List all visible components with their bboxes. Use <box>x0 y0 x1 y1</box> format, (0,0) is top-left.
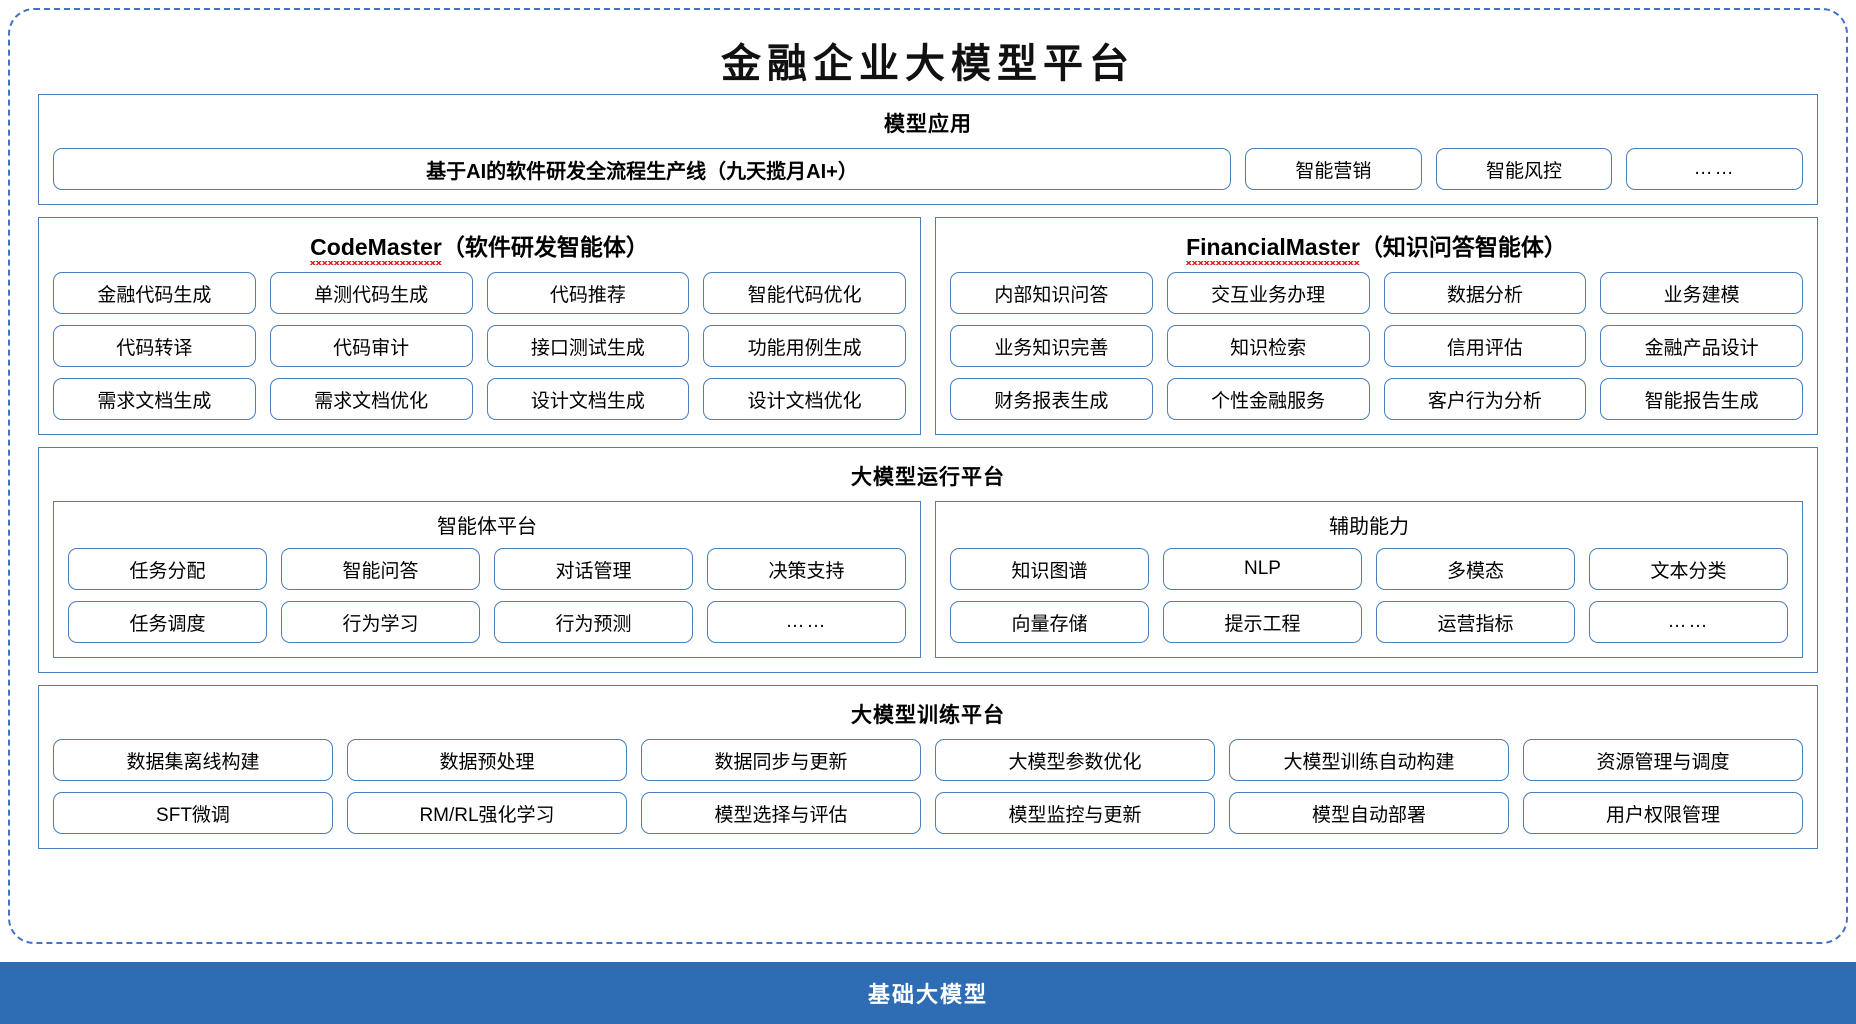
outer-dashed-container: 金融企业大模型平台 模型应用 基于AI的软件研发全流程生产线（九天揽月AI+） … <box>8 8 1848 944</box>
capability-item[interactable]: 数据分析 <box>1383 272 1587 314</box>
agent-platform-grid: 任务分配 智能问答 对话管理 决策支持 任务调度 行为学习 行为预测 …… <box>68 548 906 643</box>
financialmaster-capability-grid: 内部知识问答 交互业务办理 数据分析 业务建模 业务知识完善 知识检索 信用评估… <box>950 272 1803 420</box>
capability-item[interactable]: 金融产品设计 <box>1600 325 1803 367</box>
section-run-platform: 大模型运行平台 智能体平台 任务分配 智能问答 对话管理 决策支持 任务调度 行… <box>38 447 1818 673</box>
run-item[interactable]: 多模态 <box>1376 548 1575 590</box>
training-item[interactable]: 模型监控与更新 <box>935 792 1215 834</box>
app-item-smart-marketing[interactable]: 智能营销 <box>1245 148 1422 190</box>
capability-item[interactable]: 个性金融服务 <box>1166 378 1370 420</box>
app-item-ai-pipeline[interactable]: 基于AI的软件研发全流程生产线（九天揽月AI+） <box>53 148 1231 190</box>
capability-item[interactable]: 单测代码生成 <box>269 272 473 314</box>
capability-item[interactable]: 客户行为分析 <box>1383 378 1587 420</box>
subpanel-title-auxiliary-capability: 辅助能力 <box>1329 516 1409 538</box>
panel-financialmaster: FinancialMaster（知识问答智能体） 内部知识问答 交互业务办理 数… <box>935 217 1818 435</box>
capability-item[interactable]: 信用评估 <box>1383 325 1587 367</box>
training-item[interactable]: RM/RL强化学习 <box>347 792 627 834</box>
run-item-ellipsis[interactable]: …… <box>1589 601 1788 643</box>
capability-item[interactable]: 需求文档生成 <box>53 378 256 420</box>
page-title: 金融企业大模型平台 <box>721 40 1135 87</box>
app-item-smart-risk-control[interactable]: 智能风控 <box>1435 148 1613 190</box>
run-item[interactable]: 行为预测 <box>494 601 693 643</box>
capability-item[interactable]: 知识检索 <box>1166 325 1370 367</box>
subpanel-agent-platform: 智能体平台 任务分配 智能问答 对话管理 决策支持 任务调度 行为学习 行为预测… <box>53 501 921 658</box>
capability-item[interactable]: 代码转译 <box>53 325 256 367</box>
capability-item[interactable]: 功能用例生成 <box>703 325 906 367</box>
training-platform-grid: 数据集离线构建 数据预处理 数据同步与更新 大模型参数优化 大模型训练自动构建 … <box>53 739 1803 834</box>
run-item[interactable]: 运营指标 <box>1376 601 1575 643</box>
capability-item[interactable]: 业务建模 <box>1600 272 1803 314</box>
capability-item[interactable]: 接口测试生成 <box>486 325 690 367</box>
training-item[interactable]: 用户权限管理 <box>1523 792 1803 834</box>
run-item[interactable]: NLP <box>1163 548 1362 590</box>
panel-title-financialmaster: FinancialMaster（知识问答智能体） <box>950 224 1803 272</box>
run-item[interactable]: 文本分类 <box>1589 548 1788 590</box>
training-item[interactable]: 数据同步与更新 <box>641 739 921 781</box>
panel-title-codemaster: CodeMaster（软件研发智能体） <box>53 224 906 272</box>
run-platform-subpanels: 智能体平台 任务分配 智能问答 对话管理 决策支持 任务调度 行为学习 行为预测… <box>53 501 1803 658</box>
section-training-platform: 大模型训练平台 数据集离线构建 数据预处理 数据同步与更新 大模型参数优化 大模… <box>38 685 1818 849</box>
run-item-ellipsis[interactable]: …… <box>707 601 906 643</box>
training-item[interactable]: 数据预处理 <box>347 739 627 781</box>
codemaster-capability-grid: 金融代码生成 单测代码生成 代码推荐 智能代码优化 代码转译 代码审计 接口测试… <box>53 272 906 420</box>
run-item[interactable]: 任务分配 <box>68 548 267 590</box>
run-item[interactable]: 行为学习 <box>281 601 480 643</box>
capability-item[interactable]: 智能代码优化 <box>703 272 906 314</box>
run-item[interactable]: 知识图谱 <box>950 548 1149 590</box>
training-item[interactable]: 数据集离线构建 <box>53 739 333 781</box>
capability-item[interactable]: 需求文档优化 <box>269 378 473 420</box>
run-item[interactable]: 提示工程 <box>1163 601 1362 643</box>
capability-item[interactable]: 交互业务办理 <box>1166 272 1370 314</box>
section-title-model-application: 模型应用 <box>884 113 972 136</box>
capability-item[interactable]: 代码审计 <box>269 325 473 367</box>
capability-item[interactable]: 金融代码生成 <box>53 272 256 314</box>
footer-base-model-bar: 基础大模型 <box>0 962 1856 1024</box>
capability-item[interactable]: 设计文档优化 <box>703 378 906 420</box>
capability-item[interactable]: 设计文档生成 <box>486 378 690 420</box>
capability-item[interactable]: 财务报表生成 <box>950 378 1153 420</box>
financialmaster-name-en: FinancialMaster <box>1186 234 1360 265</box>
app-item-ellipsis[interactable]: …… <box>1626 148 1804 190</box>
run-item[interactable]: 对话管理 <box>494 548 693 590</box>
footer-label: 基础大模型 <box>867 982 988 1007</box>
training-item[interactable]: 模型选择与评估 <box>641 792 921 834</box>
capability-item[interactable]: 智能报告生成 <box>1600 378 1803 420</box>
training-item[interactable]: SFT微调 <box>53 792 333 834</box>
training-item[interactable]: 资源管理与调度 <box>1523 739 1803 781</box>
agents-row: CodeMaster（软件研发智能体） 金融代码生成 单测代码生成 代码推荐 智… <box>38 217 1818 435</box>
capability-item[interactable]: 业务知识完善 <box>950 325 1153 367</box>
training-item[interactable]: 大模型参数优化 <box>935 739 1215 781</box>
run-item[interactable]: 任务调度 <box>68 601 267 643</box>
codemaster-name-en: CodeMaster <box>310 234 442 265</box>
training-item[interactable]: 大模型训练自动构建 <box>1229 739 1509 781</box>
run-item[interactable]: 向量存储 <box>950 601 1149 643</box>
capability-item[interactable]: 内部知识问答 <box>950 272 1153 314</box>
capability-item[interactable]: 代码推荐 <box>486 272 690 314</box>
run-item[interactable]: 决策支持 <box>707 548 906 590</box>
subpanel-title-agent-platform: 智能体平台 <box>437 516 537 538</box>
run-item[interactable]: 智能问答 <box>281 548 480 590</box>
model-application-items: 基于AI的软件研发全流程生产线（九天揽月AI+） 智能营销 智能风控 …… <box>53 148 1804 190</box>
training-item[interactable]: 模型自动部署 <box>1229 792 1509 834</box>
financialmaster-name-cn: （知识问答智能体） <box>1359 234 1567 260</box>
panel-codemaster: CodeMaster（软件研发智能体） 金融代码生成 单测代码生成 代码推荐 智… <box>38 217 921 435</box>
section-title-run-platform: 大模型运行平台 <box>851 466 1005 489</box>
codemaster-name-cn: （软件研发智能体） <box>441 234 649 260</box>
section-title-training-platform: 大模型训练平台 <box>851 704 1005 727</box>
section-model-application: 模型应用 基于AI的软件研发全流程生产线（九天揽月AI+） 智能营销 智能风控 … <box>38 94 1818 205</box>
subpanel-auxiliary-capability: 辅助能力 知识图谱 NLP 多模态 文本分类 向量存储 提示工程 运营指标 …… <box>935 501 1803 658</box>
auxiliary-capability-grid: 知识图谱 NLP 多模态 文本分类 向量存储 提示工程 运营指标 …… <box>950 548 1788 643</box>
